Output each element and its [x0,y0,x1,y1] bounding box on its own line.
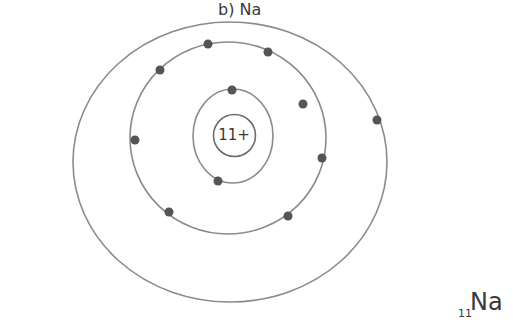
nucleus-circle: 11+ [212,113,257,158]
nucleus-charge: 11+ [218,126,250,144]
second-shell [130,42,326,234]
outer-shell [73,22,387,302]
element-symbol: Na [470,290,503,314]
electrons [131,40,382,221]
part-label: b) Na [218,2,261,18]
inner-shell [193,89,273,183]
atomic-number: 11 [458,308,472,319]
